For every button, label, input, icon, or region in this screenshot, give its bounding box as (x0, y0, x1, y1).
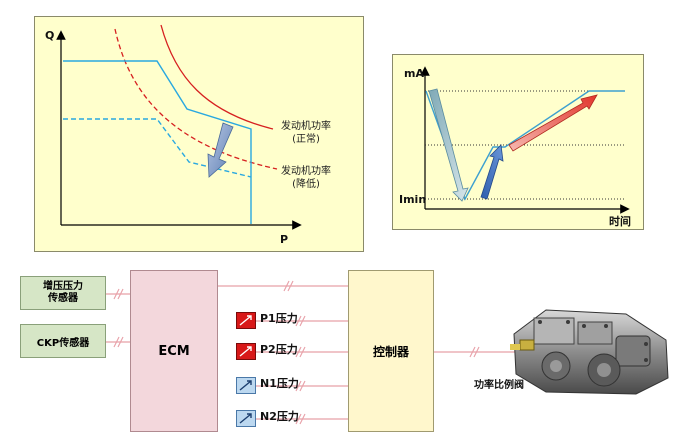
current-rise-arrow-red (508, 94, 598, 152)
current-chart-panel: mA Imin 时间 (392, 54, 644, 230)
p1-pressure-label: P1压力 (260, 312, 298, 325)
ckp-sensor-box: CKP传感器 (20, 324, 106, 358)
controller-box: 控制器 (348, 270, 434, 432)
legend-reduced-line2: (降低) (292, 179, 320, 190)
p2-pressure-label: P2压力 (260, 343, 298, 356)
q-axis-label: Q (45, 29, 55, 42)
n1-sensor-icon (236, 377, 256, 394)
n2-sensor-icon (236, 410, 256, 427)
engine-power-normal-curve (160, 24, 274, 130)
ckp-sensor-label: CKP传感器 (36, 337, 90, 349)
n1-pressure-label: N1压力 (260, 377, 299, 390)
legend-normal-line2: (正常) (292, 134, 320, 145)
hydraulic-pump-image (510, 309, 669, 395)
p2-sensor-icon (236, 343, 256, 360)
boost-sensor-line1: 增压压力 (43, 281, 83, 292)
pq-dashed-curve (63, 118, 252, 178)
current-rise-arrow-blue (480, 144, 504, 200)
legend-reduced-line1: 发动机功率 (281, 166, 331, 177)
n2-pressure-label: N2压力 (260, 410, 299, 423)
boost-sensor-line2: 传感器 (48, 293, 78, 304)
imin-label: Imin (399, 193, 427, 206)
legend-normal: 发动机功率 (正常) (281, 120, 331, 146)
controller-label: 控制器 (372, 344, 409, 359)
pq-chart (56, 24, 302, 230)
p1-sensor-icon (236, 312, 256, 329)
engine-power-reduced-curve (114, 28, 278, 170)
pq-solid-curve (63, 60, 252, 224)
ma-axis-label: mA (404, 67, 424, 80)
reduction-arrow (207, 122, 234, 178)
legend-reduced: 发动机功率 (降低) (281, 165, 331, 191)
current-chart (420, 66, 630, 214)
boost-pressure-sensor-box: 增压压力 传感器 (20, 276, 106, 310)
pq-chart-panel: Q P 发动机功率 (正常) 发动机功率 (降低) (34, 16, 364, 252)
current-drop-arrow (428, 88, 469, 202)
time-axis-label: 时间 (609, 215, 631, 228)
legend-normal-line1: 发动机功率 (281, 121, 331, 132)
ecm-box: ECM (130, 270, 218, 432)
power-proportional-valve-label: 功率比例阀 (474, 380, 524, 391)
p-axis-label: P (280, 233, 289, 246)
ecm-label: ECM (158, 343, 190, 359)
